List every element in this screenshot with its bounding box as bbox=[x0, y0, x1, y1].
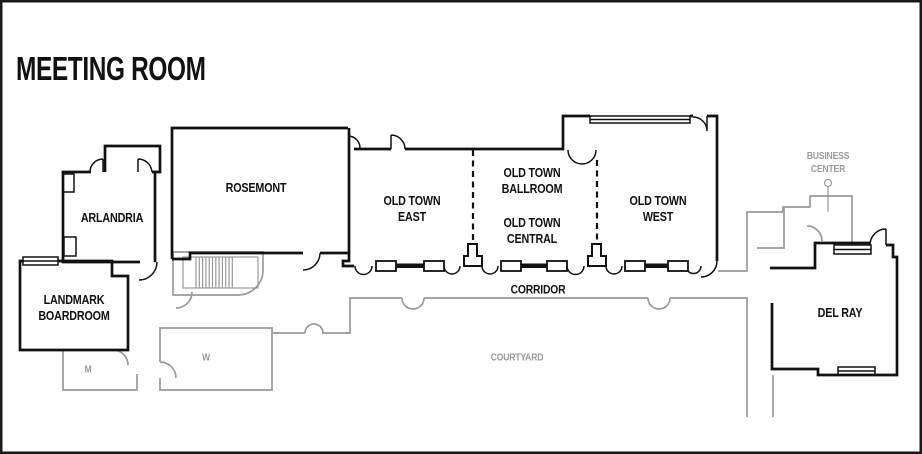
restroom-m-walls bbox=[62, 350, 138, 391]
door-swing-icon bbox=[692, 116, 708, 132]
room-label-womens-restroom: W bbox=[202, 352, 210, 364]
callout-marker-icon bbox=[823, 178, 833, 188]
old-town-top-walls bbox=[354, 114, 590, 151]
room-label-old-town-central: OLD TOWN CENTRAL bbox=[503, 216, 561, 246]
stairs-treads bbox=[195, 257, 233, 288]
wall-pilaster bbox=[63, 236, 77, 257]
closed-door-bar bbox=[645, 263, 668, 268]
double-door-swing-icon bbox=[567, 149, 597, 165]
door-swing-scallops bbox=[354, 265, 702, 276]
courtyard-door-swing-icon bbox=[647, 297, 671, 310]
business-center-walls bbox=[718, 195, 853, 272]
courtyard-walls bbox=[322, 297, 748, 417]
rosemont-walls bbox=[170, 126, 349, 261]
shared-wall bbox=[341, 128, 354, 268]
landmark-walls bbox=[18, 259, 130, 352]
door-swing-icon bbox=[700, 260, 718, 278]
stairs-inner bbox=[182, 256, 259, 289]
old-town-right-walls bbox=[690, 114, 719, 261]
door-leaf-icon bbox=[546, 260, 568, 272]
wall-pilaster bbox=[62, 173, 75, 193]
room-label-business-center: BUSINESS CENTER bbox=[806, 151, 850, 175]
restroom-w-door-swing-icon bbox=[159, 361, 177, 379]
area-label-corridor: CORRIDOR bbox=[510, 282, 566, 297]
air-wall-pocket bbox=[587, 243, 607, 267]
door-leaf-icon bbox=[500, 260, 522, 272]
closed-door-bar bbox=[396, 263, 424, 268]
page-title: MEETING ROOM bbox=[16, 52, 272, 85]
room-label-old-town-east: OLD TOWN EAST bbox=[383, 194, 441, 224]
room-label-del-ray: DEL RAY bbox=[817, 306, 863, 320]
room-label-arlandria: ARLANDRIA bbox=[80, 211, 144, 225]
door-swing-icon bbox=[302, 252, 321, 271]
room-label-old-town-ballroom: OLD TOWN BALLROOM bbox=[501, 166, 563, 196]
closed-door-bar bbox=[521, 263, 547, 268]
arlandria-alcove bbox=[103, 144, 162, 174]
door-swing-icon bbox=[869, 228, 887, 246]
arlandria-right-wall bbox=[152, 170, 157, 262]
door-leaf-icon bbox=[624, 260, 646, 272]
delray-top-walls bbox=[770, 241, 870, 270]
door-swing-icon bbox=[138, 261, 158, 281]
door-leaf-icon bbox=[667, 260, 689, 272]
restroom-w-walls bbox=[159, 327, 273, 391]
stairs-door-swing-icon bbox=[175, 291, 193, 309]
walls-primary bbox=[18, 114, 899, 377]
door-leaf-icon bbox=[423, 260, 445, 272]
door-swing-icon bbox=[89, 158, 104, 173]
door-swing-icon bbox=[137, 158, 153, 173]
room-label-old-town-west: OLD TOWN WEST bbox=[629, 194, 687, 224]
restroom-m-door-swing-icon bbox=[112, 349, 129, 366]
door-swing-icon bbox=[347, 135, 361, 149]
business-center-door-swing-icon bbox=[806, 225, 823, 242]
connector-door-swing-icon bbox=[304, 323, 324, 334]
delray-walls bbox=[770, 243, 899, 377]
room-label-rosemont: ROSEMONT bbox=[225, 181, 287, 195]
room-label-landmark-boardroom: LANDMARK BOARDROOM bbox=[38, 293, 110, 323]
page-title-text: MEETING ROOM bbox=[16, 50, 206, 87]
business-center-pocket bbox=[757, 208, 785, 249]
area-label-courtyard: COURTYARD bbox=[490, 352, 544, 364]
door-swing-icon bbox=[390, 134, 406, 150]
walls-secondary bbox=[62, 178, 853, 417]
door-leaf-icon bbox=[375, 260, 397, 272]
courtyard-door-swing-icon bbox=[401, 297, 425, 310]
room-label-mens-restroom: M bbox=[84, 364, 92, 376]
air-wall-pocket bbox=[463, 243, 483, 267]
